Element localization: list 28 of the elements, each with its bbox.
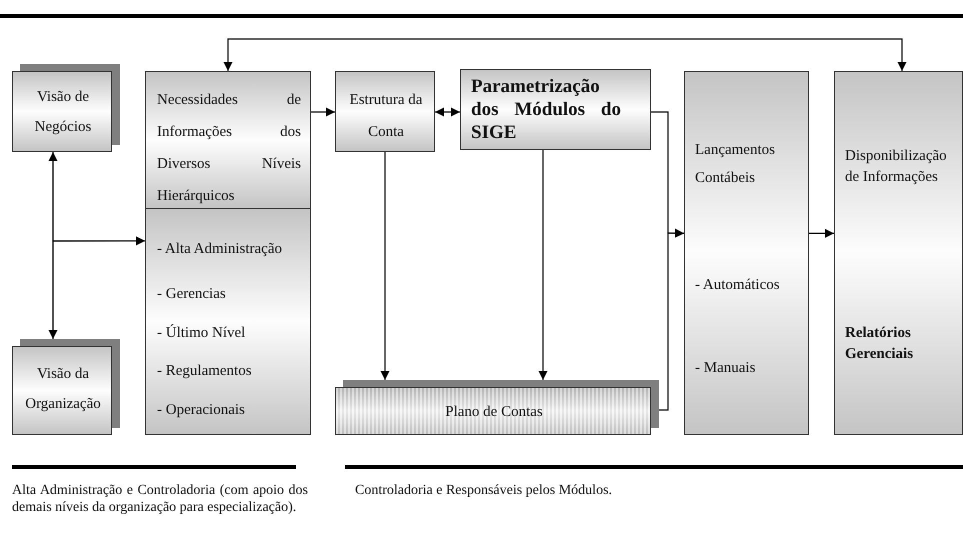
node-text: Plano de Contas	[444, 403, 544, 422]
node-text: - Operacionais	[157, 401, 246, 420]
node-text: - Alta Administração	[157, 240, 283, 259]
process-box	[684, 71, 809, 435]
node-text: - Manuais	[695, 359, 756, 378]
node-text: Lançamentos Contábeis	[695, 141, 776, 188]
node-text: Visão de Negócios	[34, 88, 92, 137]
arrow	[435, 108, 460, 116]
list-box	[145, 208, 311, 435]
node-text: Visão da Organização	[24, 365, 102, 414]
node-text: - Automáticos	[695, 276, 781, 295]
note-text: Alta Administração e Controladoria (com apoio dos demais níveis da organização para especialização).	[12, 482, 308, 516]
node-text: - Gerencias	[157, 285, 227, 304]
node-text: Disponibilização de Informações	[845, 147, 948, 187]
node-text: - Último Nível	[157, 323, 246, 343]
note-text: Controladoria e Responsáveis pelos Módulos.	[355, 482, 614, 499]
arrow	[224, 38, 906, 71]
node-text: - Regulamentos	[157, 362, 253, 381]
arrow	[311, 108, 335, 116]
process-box	[335, 71, 435, 152]
process-box	[834, 71, 963, 435]
node-text: Relatórios Gerenciais	[845, 324, 914, 364]
arrow	[809, 228, 834, 238]
node-text: Necessidades de Informações dos Diversos Níveis Hierárquicos	[157, 91, 301, 206]
process-box	[460, 69, 651, 150]
process-box	[145, 71, 311, 209]
node-text: Parametrização dos Módulos do SIGE	[471, 75, 621, 144]
node-text: Estrutura da Conta	[348, 91, 424, 142]
